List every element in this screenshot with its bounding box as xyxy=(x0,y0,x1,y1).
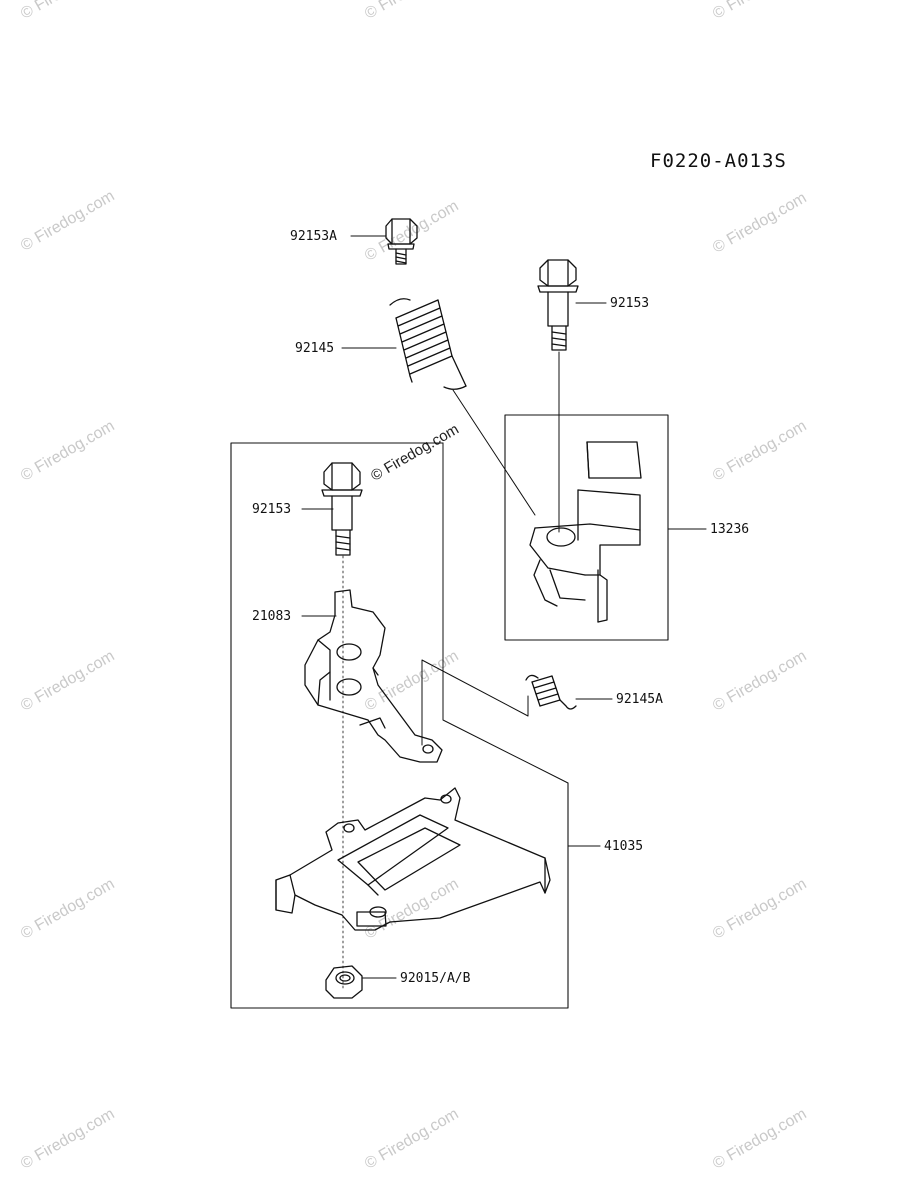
part-label-21083[interactable]: 21083 xyxy=(252,609,292,624)
bolt-92153-left[interactable] xyxy=(321,462,363,556)
bolt-92153a[interactable] xyxy=(385,218,418,265)
box-assembly-dash xyxy=(442,442,569,784)
lever-13236[interactable] xyxy=(529,441,642,623)
spring-92145a[interactable] xyxy=(525,674,577,710)
box-assembly xyxy=(230,442,569,1009)
diagram-id: F0220-A013S xyxy=(650,150,787,172)
guide-line xyxy=(421,659,529,746)
guide-line xyxy=(452,389,536,516)
part-label-41035[interactable]: 41035 xyxy=(604,839,644,854)
part-label-92153-left[interactable]: 92153 xyxy=(252,502,292,517)
plate-41035[interactable] xyxy=(275,787,551,931)
part-label-92145[interactable]: 92145 xyxy=(295,341,335,356)
part-label-92153-top[interactable]: 92153 xyxy=(610,296,650,311)
part-label-92015[interactable]: 92015/A/B xyxy=(400,971,471,986)
spring-92145[interactable] xyxy=(389,298,467,390)
bracket-21083[interactable] xyxy=(304,589,443,763)
part-label-13236[interactable]: 13236 xyxy=(710,522,750,537)
box-13236 xyxy=(504,414,669,641)
nut-92015[interactable] xyxy=(325,965,363,999)
part-label-92153a[interactable]: 92153A xyxy=(290,229,337,244)
leader-lines xyxy=(301,235,707,979)
bolt-92153-top[interactable] xyxy=(537,259,579,351)
part-label-92145a[interactable]: 92145A xyxy=(616,692,663,707)
